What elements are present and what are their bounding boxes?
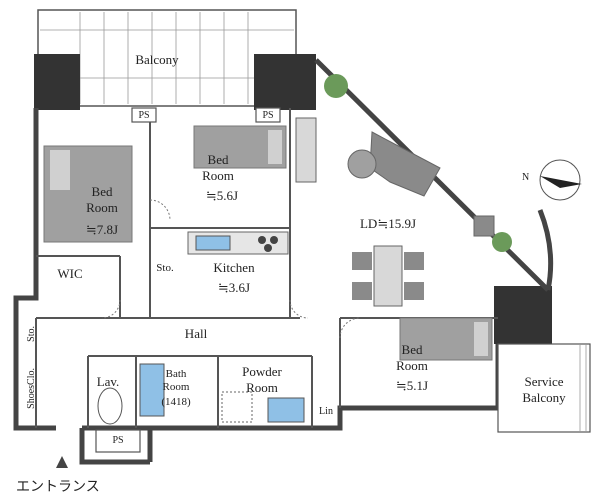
door-swings xyxy=(101,199,361,339)
kitchen-name: Kitchen xyxy=(213,260,255,275)
entrance-triangle xyxy=(56,456,68,468)
armchair xyxy=(473,215,495,237)
kitchen-storage-label: Sto. xyxy=(156,262,174,274)
dining-set xyxy=(352,245,424,307)
kitchen-counter xyxy=(187,231,289,255)
bed-nw-name: Bed Room xyxy=(86,184,118,215)
bed-nw-size: ≒7.8J xyxy=(85,222,119,237)
lavatory-label: Lav. xyxy=(96,374,120,389)
interior-walls xyxy=(35,108,498,428)
ps-bottom-label: PS xyxy=(112,435,124,446)
powder-room-label: Powder Room xyxy=(242,364,282,395)
linen-label: Lin xyxy=(319,406,333,417)
balcony-label: Balcony xyxy=(135,52,179,67)
bed-east xyxy=(399,317,493,361)
hall-label: Hall xyxy=(184,326,208,341)
storage-left-label: Sto. xyxy=(26,326,37,342)
kitchen-size: ≒3.6J xyxy=(217,280,251,295)
structural-columns xyxy=(34,54,552,344)
service-balcony xyxy=(497,343,591,433)
north-balcony xyxy=(37,9,297,107)
compass-label: N xyxy=(522,172,529,183)
side-table xyxy=(347,149,377,179)
entrance-label: エントランス xyxy=(16,479,100,495)
bed-north xyxy=(193,125,287,169)
bed-e-name: Bed Room xyxy=(396,342,428,373)
ps-boxes xyxy=(95,107,281,453)
washer-pan xyxy=(221,391,253,423)
bed-n-name: Bed Room xyxy=(202,152,234,183)
bath-size: (1418) xyxy=(161,396,191,408)
ld-label: LD≒15.9J xyxy=(359,216,417,231)
plants xyxy=(324,74,512,252)
bed-n-size: ≒5.6J xyxy=(205,188,239,203)
bed-northwest xyxy=(43,145,133,243)
compass: N xyxy=(522,159,582,201)
ps-right-label: PS xyxy=(262,110,274,121)
shoes-closet-label: ShoesClo. xyxy=(26,368,37,409)
ps-left-label: PS xyxy=(138,110,150,121)
bed-e-size: ≒5.1J xyxy=(395,378,429,393)
living-sofa xyxy=(369,131,441,197)
wic-label: WIC xyxy=(57,266,83,281)
bath-fixtures xyxy=(97,363,305,425)
service-balcony-label: Service Balcony xyxy=(522,374,566,405)
tv-stand xyxy=(295,117,317,183)
bath-name: Bath Room xyxy=(162,368,190,393)
